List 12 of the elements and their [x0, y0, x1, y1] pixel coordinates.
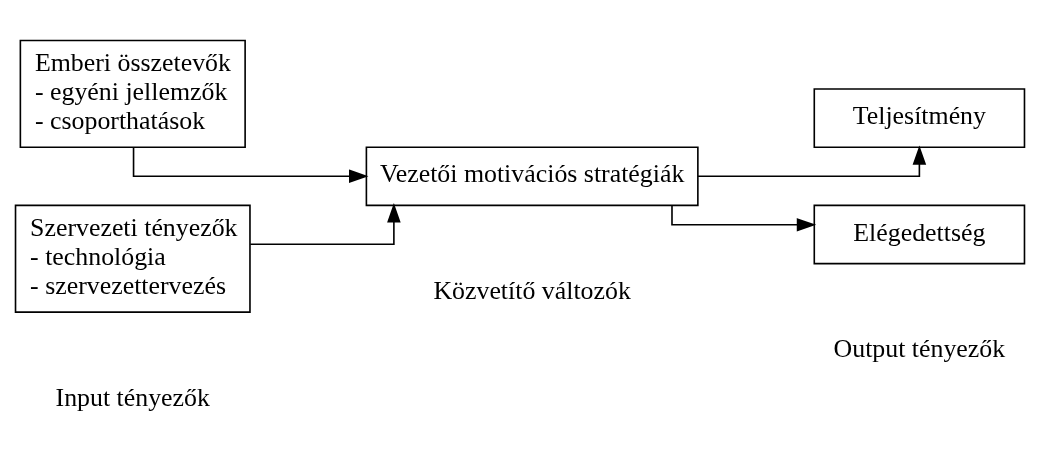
node-box: Emberi összetevők - egyéni jellemzők - csoporthatások: [19, 39, 246, 148]
label: Output tényezők: [833, 333, 1006, 363]
label: Input tényezők: [55, 382, 210, 412]
node-box: Vezetői motivációs stratégiák: [365, 145, 699, 206]
arrow: [697, 144, 927, 177]
node-box: Teljesítmény: [813, 87, 1026, 148]
arrow: [132, 146, 369, 183]
arrow: [671, 204, 817, 232]
node-box: Szervezeti tényezők - technológia - szervezettervezés: [14, 204, 251, 313]
arrow: [249, 202, 401, 245]
node-box: Elégedettség: [813, 204, 1026, 264]
label: Közvetítő változók: [433, 275, 631, 305]
